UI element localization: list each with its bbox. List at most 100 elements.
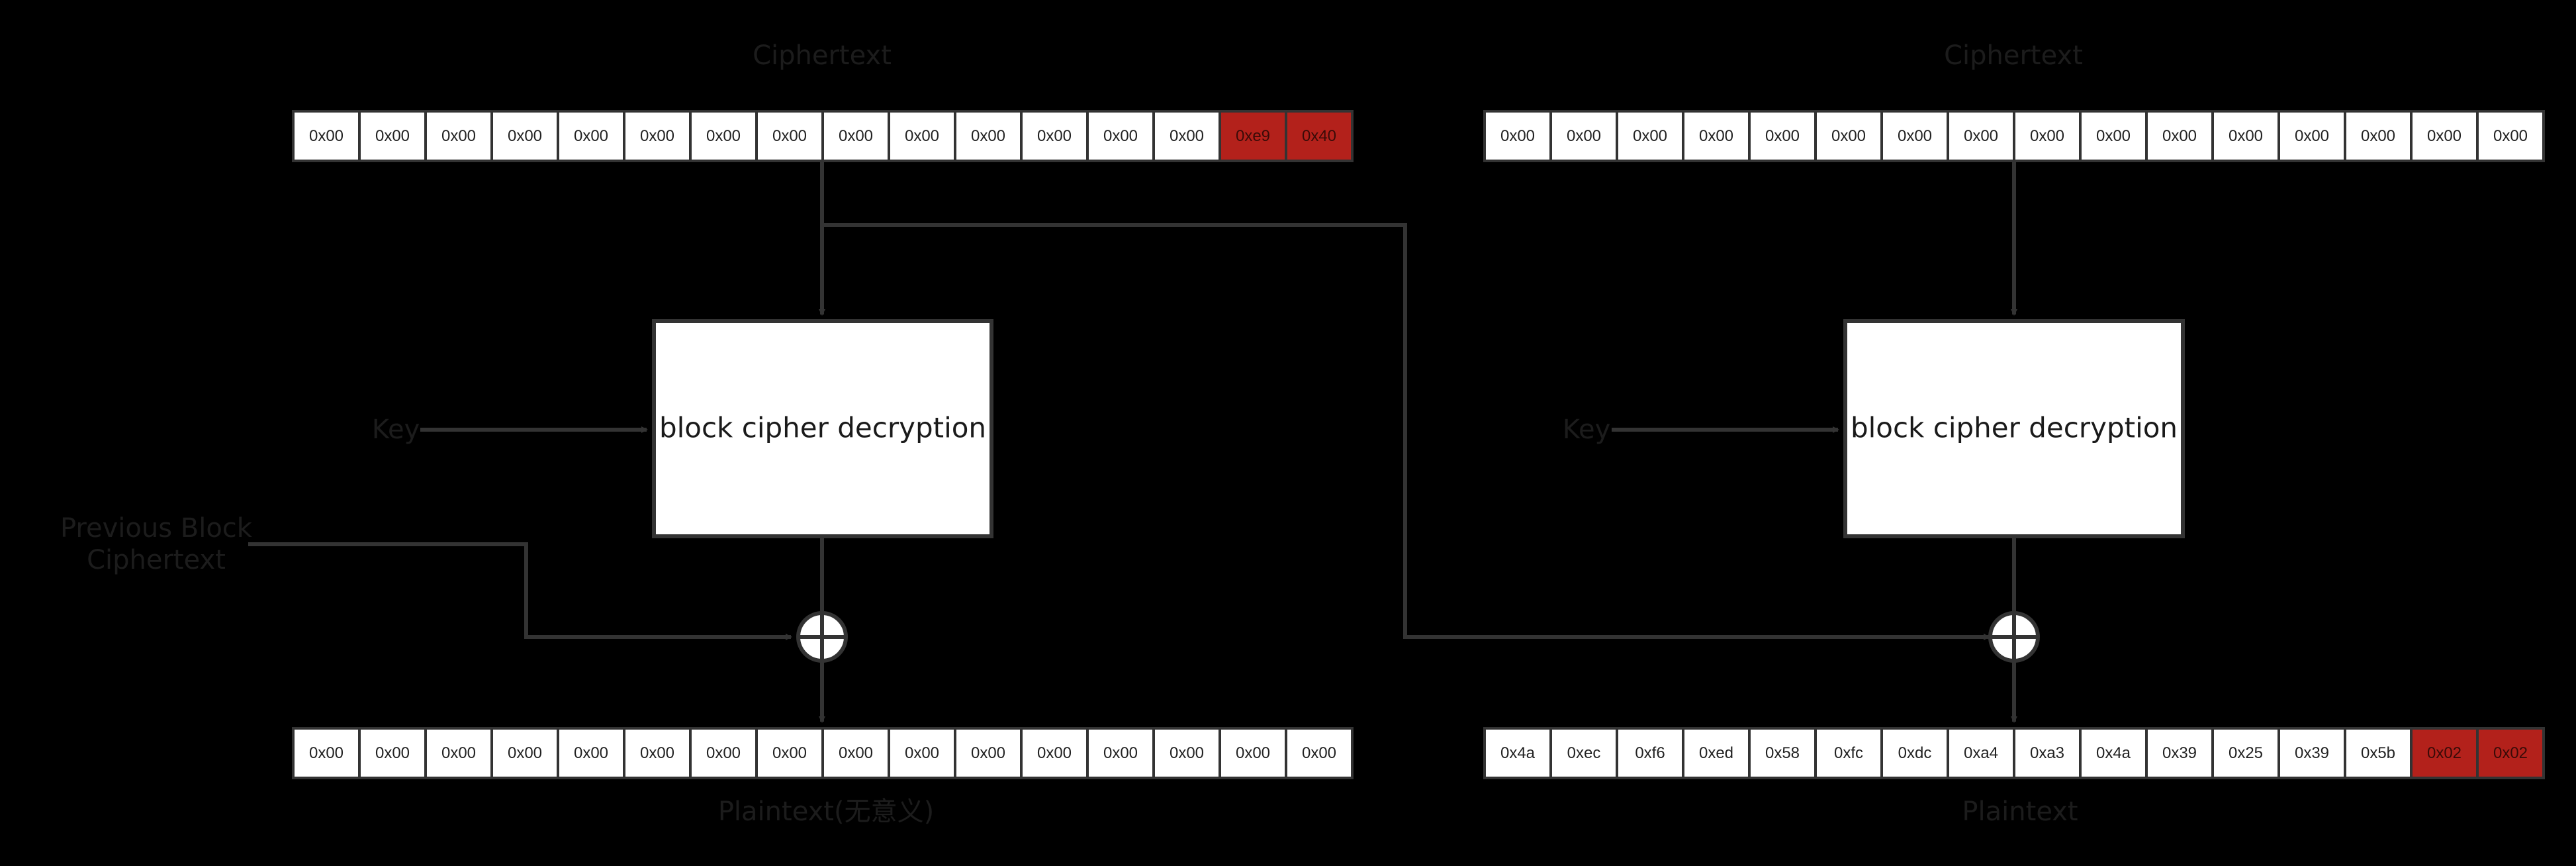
right-plaintext-byte-value: 0x39 bbox=[2295, 744, 2329, 762]
right-ciphertext-byte-row: 0x00 0x00 0x00 0x00 0x00 0x00 0x00 0x00 0x00 0x00… bbox=[1483, 110, 2545, 162]
left-ciphertext-byte-cell: 0x00 bbox=[821, 110, 890, 162]
right-plaintext-byte-cell: 0xa3 bbox=[2013, 727, 2082, 779]
left-plaintext-byte-value: 0x00 bbox=[1302, 744, 1336, 762]
left-ciphertext-byte-cell: 0x00 bbox=[689, 110, 758, 162]
left-plaintext-byte-cell: 0x00 bbox=[755, 727, 824, 779]
left-ciphertext-byte-cell: 0x40 bbox=[1285, 110, 1354, 162]
prev-block-label-line1: Previous Block bbox=[60, 513, 253, 544]
right-ciphertext-byte-value: 0x00 bbox=[2295, 127, 2329, 145]
left-plaintext-byte-value: 0x00 bbox=[706, 744, 741, 762]
left-ciphertext-byte-value: 0x00 bbox=[1037, 127, 1072, 145]
right-xor-icon bbox=[1988, 611, 2040, 663]
right-plaintext-byte-value: 0x4a bbox=[2096, 744, 2131, 762]
left-ciphertext-byte-value: 0x00 bbox=[508, 127, 542, 145]
left-plaintext-byte-value: 0x00 bbox=[772, 744, 807, 762]
right-ciphertext-byte-cell: 0x00 bbox=[2013, 110, 2082, 162]
right-plaintext-byte-box bbox=[2410, 727, 2479, 779]
right-plaintext-byte-cell: 0xa4 bbox=[1947, 727, 2015, 779]
left-ciphertext-byte-cell: 0x00 bbox=[424, 110, 493, 162]
left-plaintext-byte-box bbox=[821, 727, 890, 779]
left-ciphertext-byte-cell: 0xe9 bbox=[1219, 110, 1287, 162]
right-plaintext-byte-cell: 0xec bbox=[1549, 727, 1618, 779]
right-ciphertext-byte-value: 0x00 bbox=[1699, 127, 1733, 145]
right-plaintext-byte-value: 0xfc bbox=[1834, 744, 1863, 762]
left-ciphertext-byte-box bbox=[954, 110, 1023, 162]
prev-block-to-xor-arrow bbox=[248, 542, 792, 640]
right-ciphertext-byte-box bbox=[2145, 110, 2214, 162]
left-plaintext-byte-box bbox=[623, 727, 692, 779]
left-plaintext-byte-cell: 0x00 bbox=[623, 727, 692, 779]
right-ciphertext-byte-value: 0x00 bbox=[1633, 127, 1667, 145]
left-ciphertext-byte-box bbox=[1219, 110, 1287, 162]
left-ciphertext-byte-box bbox=[1152, 110, 1221, 162]
right-plaintext-byte-value: 0xf6 bbox=[1635, 744, 1665, 762]
right-ciphertext-byte-cell: 0x00 bbox=[2344, 110, 2413, 162]
right-plaintext-byte-cell: 0x39 bbox=[2277, 727, 2346, 779]
right-plaintext-byte-cell: 0x5b bbox=[2344, 727, 2413, 779]
left-plaintext-byte-cell: 0x00 bbox=[821, 727, 890, 779]
left-ciphertext-byte-box bbox=[490, 110, 559, 162]
left-ciphertext-byte-value: 0x00 bbox=[309, 127, 344, 145]
right-plaintext-byte-value: 0x39 bbox=[2162, 744, 2197, 762]
right-plaintext-byte-cell: 0xf6 bbox=[1616, 727, 1684, 779]
right-plaintext-byte-cell: 0x4a bbox=[1483, 727, 1552, 779]
right-plaintext-byte-value: 0x02 bbox=[2493, 744, 2528, 762]
left-ciphertext-byte-box bbox=[358, 110, 427, 162]
left-ciphertext-label: Ciphertext bbox=[753, 40, 892, 71]
right-ciphertext-byte-box bbox=[2211, 110, 2280, 162]
right-ciphertext-byte-value: 0x00 bbox=[2427, 127, 2461, 145]
left-ciphertext-byte-box bbox=[755, 110, 824, 162]
right-ciphertext-byte-value: 0x00 bbox=[1567, 127, 1601, 145]
right-plaintext-byte-cell: 0x4a bbox=[2079, 727, 2148, 779]
left-plaintext-byte-value: 0x00 bbox=[905, 744, 939, 762]
left-plaintext-byte-box bbox=[1020, 727, 1089, 779]
left-plaintext-byte-cell: 0x00 bbox=[1152, 727, 1221, 779]
right-plaintext-byte-box bbox=[2476, 727, 2545, 779]
left-plaintext-byte-value: 0x00 bbox=[508, 744, 542, 762]
right-plaintext-byte-value: 0x02 bbox=[2427, 744, 2461, 762]
right-plaintext-byte-box bbox=[2211, 727, 2280, 779]
left-plaintext-byte-cell: 0x00 bbox=[1219, 727, 1287, 779]
left-plaintext-byte-value: 0x00 bbox=[574, 744, 608, 762]
right-ciphertext-byte-cell: 0x00 bbox=[2410, 110, 2479, 162]
left-ciphertext-byte-cell: 0x00 bbox=[888, 110, 956, 162]
right-plaintext-byte-value: 0xa3 bbox=[2030, 744, 2064, 762]
right-plaintext-byte-cell: 0x25 bbox=[2211, 727, 2280, 779]
right-plaintext-byte-value: 0x4a bbox=[1500, 744, 1536, 762]
left-ciphertext-byte-cell: 0x00 bbox=[557, 110, 625, 162]
right-ciphertext-byte-value: 0x00 bbox=[1964, 127, 1998, 145]
right-ciphertext-byte-cell: 0x00 bbox=[2277, 110, 2346, 162]
left-ciphertext-byte-value: 0xe9 bbox=[1236, 127, 1270, 145]
left-plaintext-byte-value: 0x00 bbox=[971, 744, 1005, 762]
left-plaintext-byte-cell: 0x00 bbox=[689, 727, 758, 779]
right-plaintext-byte-cell: 0xdc bbox=[1880, 727, 1949, 779]
right-ciphertext-byte-value: 0x00 bbox=[2229, 127, 2263, 145]
left-ciphertext-byte-cell: 0x00 bbox=[623, 110, 692, 162]
right-plaintext-byte-cell: 0x39 bbox=[2145, 727, 2214, 779]
left-key-label: Key bbox=[372, 414, 420, 445]
left-ciphertext-byte-cell: 0x00 bbox=[954, 110, 1023, 162]
left-ciphertext-byte-box bbox=[424, 110, 493, 162]
left-plaintext-byte-cell: 0x00 bbox=[557, 727, 625, 779]
right-ciphertext-byte-cell: 0x00 bbox=[1682, 110, 1751, 162]
right-ciphertext-byte-cell: 0x00 bbox=[1814, 110, 1883, 162]
left-plaintext-byte-box bbox=[424, 727, 493, 779]
left-ciphertext-byte-value: 0x00 bbox=[574, 127, 608, 145]
right-ciphertext-byte-value: 0x00 bbox=[2030, 127, 2064, 145]
left-plaintext-byte-box bbox=[1219, 727, 1287, 779]
left-plaintext-byte-cell: 0x00 bbox=[888, 727, 956, 779]
left-plaintext-byte-value: 0x00 bbox=[839, 744, 873, 762]
right-plaintext-byte-value: 0xec bbox=[1567, 744, 1601, 762]
left-ciphertext-byte-box bbox=[1285, 110, 1354, 162]
right-plaintext-byte-box bbox=[2145, 727, 2214, 779]
right-plaintext-byte-value: 0x25 bbox=[2229, 744, 2263, 762]
right-ciphertext-byte-cell: 0x00 bbox=[1549, 110, 1618, 162]
left-plaintext-byte-value: 0x00 bbox=[640, 744, 674, 762]
right-ciphertext-label: Ciphertext bbox=[1944, 40, 2083, 71]
left-plaintext-byte-cell: 0x00 bbox=[292, 727, 361, 779]
left-ciphertext-byte-value: 0x00 bbox=[772, 127, 807, 145]
left-ciphertext-byte-cell: 0x00 bbox=[292, 110, 361, 162]
left-plaintext-byte-value: 0x00 bbox=[375, 744, 410, 762]
